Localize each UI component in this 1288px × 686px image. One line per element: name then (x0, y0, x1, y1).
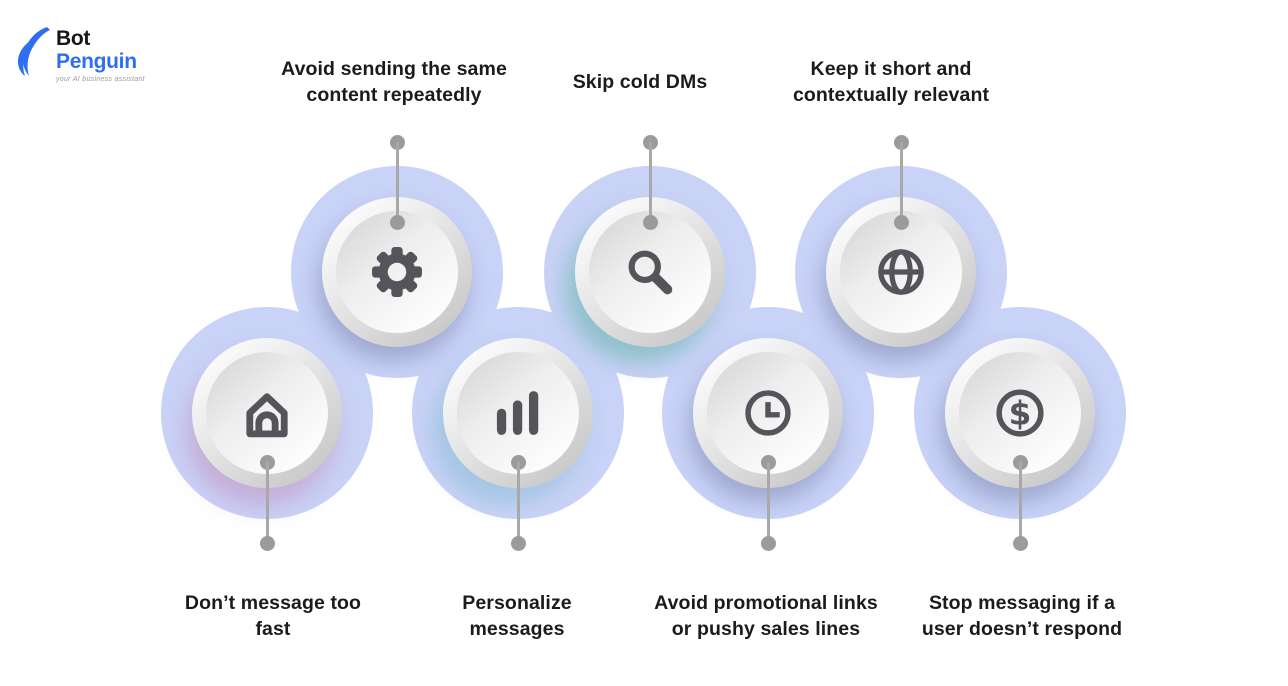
label-personalize: Personalize messages (462, 592, 572, 640)
penguin-logo-icon (16, 26, 52, 78)
botpenguin-logo: Bot Penguin your AI business assistant (16, 20, 166, 110)
gear-icon (368, 243, 426, 301)
label-avoid-repeating: Avoid sending the same content repeatedl… (281, 58, 507, 106)
step-personalize-badge (443, 338, 593, 488)
logo-text-penguin: Penguin (56, 50, 137, 73)
bar-chart-icon (491, 386, 545, 440)
clock-icon (739, 384, 797, 442)
step-stop-messaging-badge: $ (945, 338, 1095, 488)
search-icon (622, 244, 678, 300)
step-keep-short-badge (826, 197, 976, 347)
logo-tagline: your AI business assistant (56, 76, 145, 83)
svg-text:$: $ (1009, 394, 1032, 432)
step-skip-cold-dms-badge (575, 197, 725, 347)
label-keep-short: Keep it short and contextually relevant (792, 58, 990, 106)
logo-text-bot: Bot (56, 27, 91, 50)
label-avoid-promo-links: Avoid promotional links or pushy sales l… (654, 592, 878, 640)
label-stop-messaging: Stop messaging if a user doesn’t respond (921, 592, 1123, 640)
label-skip-cold-dms: Skip cold DMs (572, 71, 708, 93)
dollar-icon: $ (991, 384, 1049, 442)
step-avoid-repeating-badge (322, 197, 472, 347)
home-icon (238, 384, 296, 442)
globe-icon (873, 244, 929, 300)
label-dont-message-fast: Don’t message too fast (184, 592, 362, 640)
